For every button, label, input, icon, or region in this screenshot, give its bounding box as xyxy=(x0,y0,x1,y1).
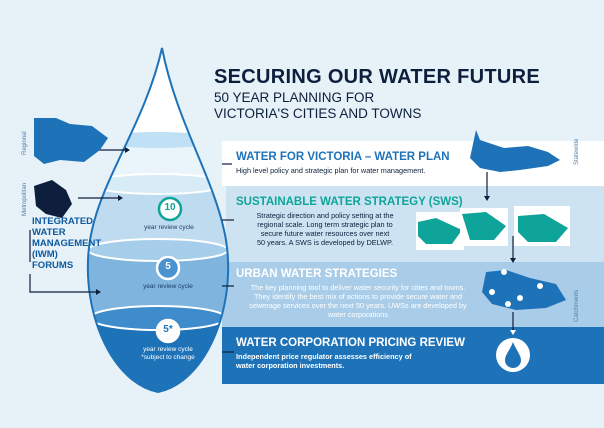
body-line: regional scale. Long term strategic plan… xyxy=(257,220,393,229)
drop-outline xyxy=(86,47,230,394)
body-line: Independent price regulator assesses eff… xyxy=(236,352,412,361)
sws-region-maps xyxy=(416,206,570,250)
body-line: sewerage services over the next 50 years… xyxy=(249,301,467,310)
page-subtitle: 50 YEAR PLANNING FOR VICTORIA'S CITIES A… xyxy=(214,90,474,122)
label-metropolitan: Metropolitan xyxy=(22,182,28,216)
section-body-urban: The key planning tool to deliver water s… xyxy=(236,283,480,319)
iwm-line: WATER xyxy=(32,227,66,238)
cycle-label: year review cycle xyxy=(143,283,193,290)
victoria-map-regional xyxy=(34,118,108,164)
water-drop-badge-icon xyxy=(496,338,530,372)
section-title-water-plan: WATER FOR VICTORIA – WATER PLAN xyxy=(236,151,450,163)
body-line: Strategic direction and policy setting a… xyxy=(256,211,394,220)
section-body-sws: Strategic direction and policy setting a… xyxy=(236,211,414,247)
cycle-label: year review cycle xyxy=(143,346,193,353)
cycle-note: *subject to change xyxy=(141,354,195,361)
subtitle-line-1: 50 YEAR PLANNING FOR xyxy=(214,90,375,105)
section-title-pricing: WATER CORPORATION PRICING REVIEW xyxy=(236,337,465,349)
section-body-pricing: Independent price regulator assesses eff… xyxy=(236,352,476,370)
iwm-forums-label: INTEGRATED WATER MANAGEMENT (IWM) FORUMS xyxy=(32,216,122,271)
iwm-line: FORUMS xyxy=(32,260,74,271)
cycle-badge-5: 5 xyxy=(155,255,181,281)
cycle-label: year review cycle xyxy=(144,224,194,231)
cycle-badge-5-star: 5* xyxy=(155,318,181,344)
label-catchments: Catchments xyxy=(574,289,580,322)
iwm-line: MANAGEMENT xyxy=(32,238,102,249)
cycle-number: 5 xyxy=(165,261,171,272)
connector-lines xyxy=(29,147,516,353)
section-body-water-plan: High level policy and strategic plan for… xyxy=(236,166,476,175)
body-line: High level policy and strategic plan for… xyxy=(236,166,426,175)
subtitle-line-2: VICTORIA'S CITIES AND TOWNS xyxy=(214,106,422,121)
iwm-line: INTEGRATED xyxy=(32,216,94,227)
label-statewide: Statewide xyxy=(574,138,580,165)
body-line: They identify the best mix of actions to… xyxy=(253,292,463,301)
body-line: The key planning tool to deliver water s… xyxy=(250,283,466,292)
cycle-badge-10: 10 xyxy=(157,196,183,222)
section-title-urban: URBAN WATER STRATEGIES xyxy=(236,268,398,280)
label-regional: Regional xyxy=(22,131,28,155)
urban-pins-map xyxy=(482,269,566,310)
victoria-map-statewide xyxy=(470,130,560,172)
page-title: SECURING OUR WATER FUTURE xyxy=(214,66,541,88)
iwm-line: (IWM) xyxy=(32,249,58,260)
melbourne-metro-map xyxy=(34,180,72,218)
cycle-number: 10 xyxy=(164,202,176,213)
body-line: water corporation investments. xyxy=(236,361,345,370)
cycle-number: 5* xyxy=(163,324,173,335)
section-title-sws: SUSTAINABLE WATER STRATEGY (SWS) xyxy=(236,196,463,208)
band-pricing xyxy=(222,327,604,384)
body-line: secure future water resources over next xyxy=(260,229,390,238)
body-line: 50 years. A SWS is developed by DELWP. xyxy=(256,238,393,247)
body-line: water corporations xyxy=(327,310,389,319)
